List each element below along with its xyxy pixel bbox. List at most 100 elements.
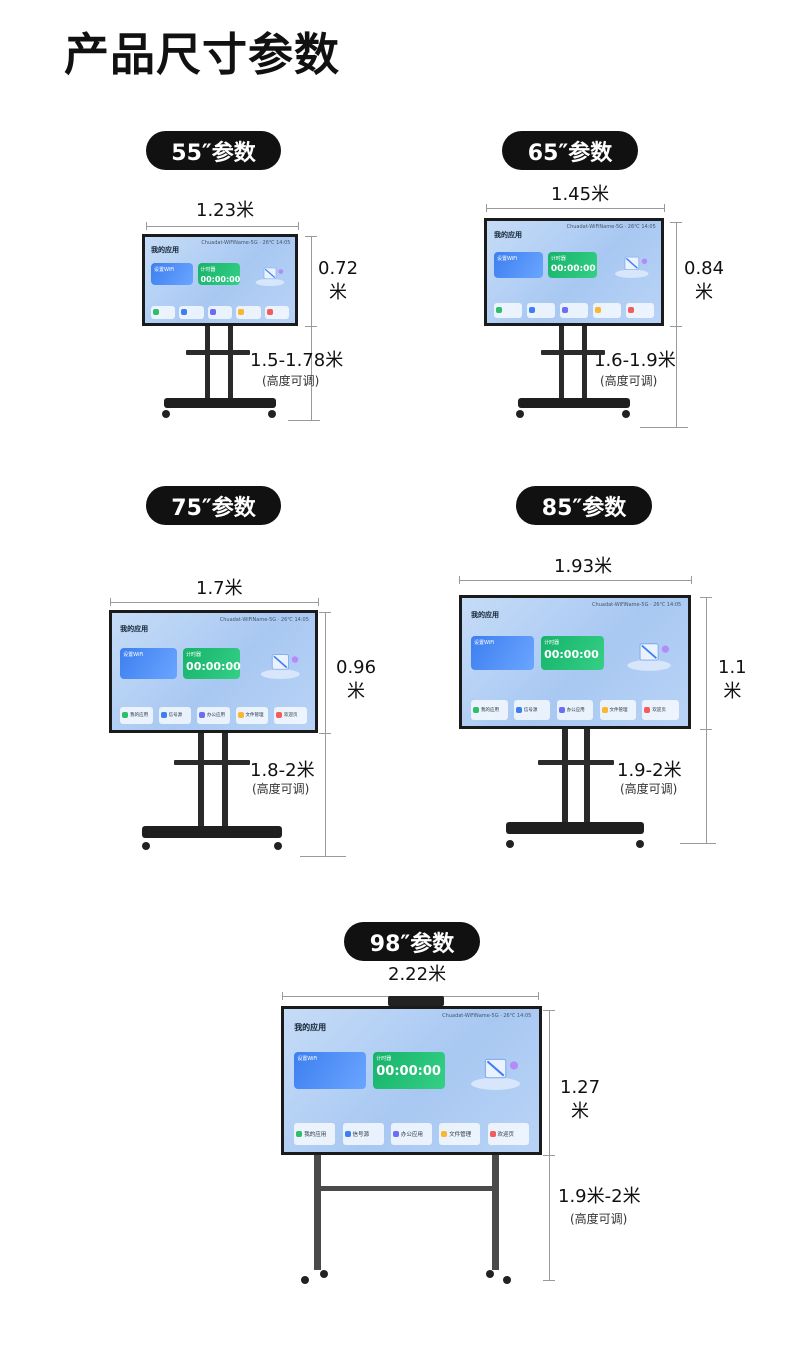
tick <box>459 576 460 584</box>
stand-tray <box>174 760 250 765</box>
tick <box>110 598 111 606</box>
app-dock <box>151 305 289 319</box>
screen-ui: Chuadat-WiFiName-5G · 26℃ 14:05 我的应用 设置W… <box>112 613 315 730</box>
timer-label: 计时器 <box>544 640 560 647</box>
page-title: 产品尺寸参数 <box>64 28 341 81</box>
dock-item: 文件管理 <box>599 700 637 720</box>
stand-post <box>205 326 210 402</box>
wheel-icon <box>142 842 150 850</box>
height-line <box>706 597 707 843</box>
tv-screen: Chuadat-WiFiName-5G · 26℃ 14:05 我的应用 设置W… <box>484 218 664 326</box>
stand-post <box>559 326 564 402</box>
wifi-card: 设置WiFi <box>471 636 535 670</box>
tick <box>319 612 331 613</box>
adjustable-note: (高度可调) <box>600 374 658 388</box>
timer-value: 00:00:00 <box>200 274 241 284</box>
tv-screen: Chuadat-WiFiName-5G · 26℃ 14:05 我的应用 设置W… <box>459 595 691 729</box>
status-text: Chuadat-WiFiName-5G · 26℃ 14:05 <box>219 616 309 623</box>
stand-height-value: 1.6-1.9米 <box>594 350 676 371</box>
wheel-icon <box>622 410 630 418</box>
app-dock: 我的应用 信号源 办公应用 文件管理 欢迎页 <box>471 700 679 720</box>
screen-title: 我的应用 <box>471 610 500 619</box>
wheel-icon <box>516 410 524 418</box>
wifi-card: 设置WiFi <box>294 1051 366 1090</box>
wheel-icon <box>301 1276 309 1284</box>
wifi-label: 设置WiFi <box>154 266 175 273</box>
height-line <box>676 222 677 427</box>
timer-value: 00:00:00 <box>550 263 596 274</box>
stand-tray <box>541 350 605 355</box>
width-value: 1.93米 <box>554 556 613 577</box>
dock-item <box>526 302 556 318</box>
dock-item: 文件管理 <box>235 706 269 725</box>
wheel-icon <box>162 410 170 418</box>
dock-item <box>207 305 233 319</box>
wifi-card: 设置WiFi <box>493 251 543 279</box>
adjustable-note: (高度可调) <box>252 782 310 796</box>
screen-title: 我的应用 <box>151 245 179 254</box>
wheel-icon <box>506 840 514 848</box>
wifi-card: 设置WiFi <box>120 648 177 679</box>
stand-post <box>198 733 204 829</box>
dock-item <box>559 302 589 318</box>
adjustable-note: (高度可调) <box>620 782 678 796</box>
stand-height-value: 1.9-2米 <box>617 760 682 781</box>
wifi-label: 设置WiFi <box>496 255 518 262</box>
stand-base <box>164 398 276 408</box>
stand-height-value: 1.9米-2米 <box>558 1186 641 1207</box>
dock-item: 信号源 <box>158 706 192 725</box>
dock-item <box>179 305 204 319</box>
wheel-icon <box>503 1276 511 1284</box>
tick <box>700 597 712 598</box>
floor-line <box>288 420 320 421</box>
model-label-pill: 75″参数 <box>146 486 281 525</box>
tv-screen: Chuadat-WiFiName-5G · 26℃ 14:05 我的应用 设置W… <box>281 1006 542 1155</box>
wheel-icon <box>274 842 282 850</box>
app-dock: 我的应用 信号源 办公应用 文件管理 欢迎页 <box>120 706 307 725</box>
stand-tray <box>186 350 250 355</box>
tv-screen: Chuadat-WiFiName-5G · 26℃ 14:05 我的应用 设置W… <box>109 610 318 733</box>
app-dock: 我的应用 信号源 办公应用 文件管理 欢迎页 <box>294 1123 529 1145</box>
cube-illustration-icon <box>627 643 672 671</box>
screen-title: 我的应用 <box>120 624 149 633</box>
tick <box>318 598 319 606</box>
timer-value: 00:00:00 <box>376 1063 441 1079</box>
dock-item: 办公应用 <box>556 700 594 720</box>
tick <box>146 222 147 230</box>
tick <box>319 733 331 734</box>
tick <box>305 236 317 237</box>
wheel-icon <box>268 410 276 418</box>
floor-line <box>300 856 346 857</box>
wifi-label: 设置WiFi <box>123 652 144 659</box>
floor-line <box>640 427 688 428</box>
tick <box>670 222 682 223</box>
tick <box>543 1010 555 1011</box>
wheel-icon <box>320 1270 328 1278</box>
wifi-card: 设置WiFi <box>151 262 193 286</box>
floor-line <box>680 843 716 844</box>
screen-title: 我的应用 <box>294 1022 327 1032</box>
model-label-pill: 85″参数 <box>516 486 652 525</box>
screen-ui: Chuadat-WiFiName-5G · 26℃ 14:05 我的应用 设置W… <box>487 221 661 323</box>
stand-post <box>492 1155 499 1270</box>
timer-value: 00:00:00 <box>186 660 241 674</box>
stand-crossbar <box>320 1186 494 1191</box>
timer-label: 计时器 <box>200 266 216 273</box>
tick <box>298 222 299 230</box>
stand-post <box>582 326 587 402</box>
stand-post <box>228 326 233 402</box>
width-value: 2.22米 <box>388 964 447 985</box>
width-line <box>486 208 664 209</box>
tick <box>543 1280 555 1281</box>
dock-item: 信号源 <box>513 700 551 720</box>
stand-post <box>314 1155 321 1270</box>
stand-height-value: 1.5-1.78米 <box>250 350 344 371</box>
